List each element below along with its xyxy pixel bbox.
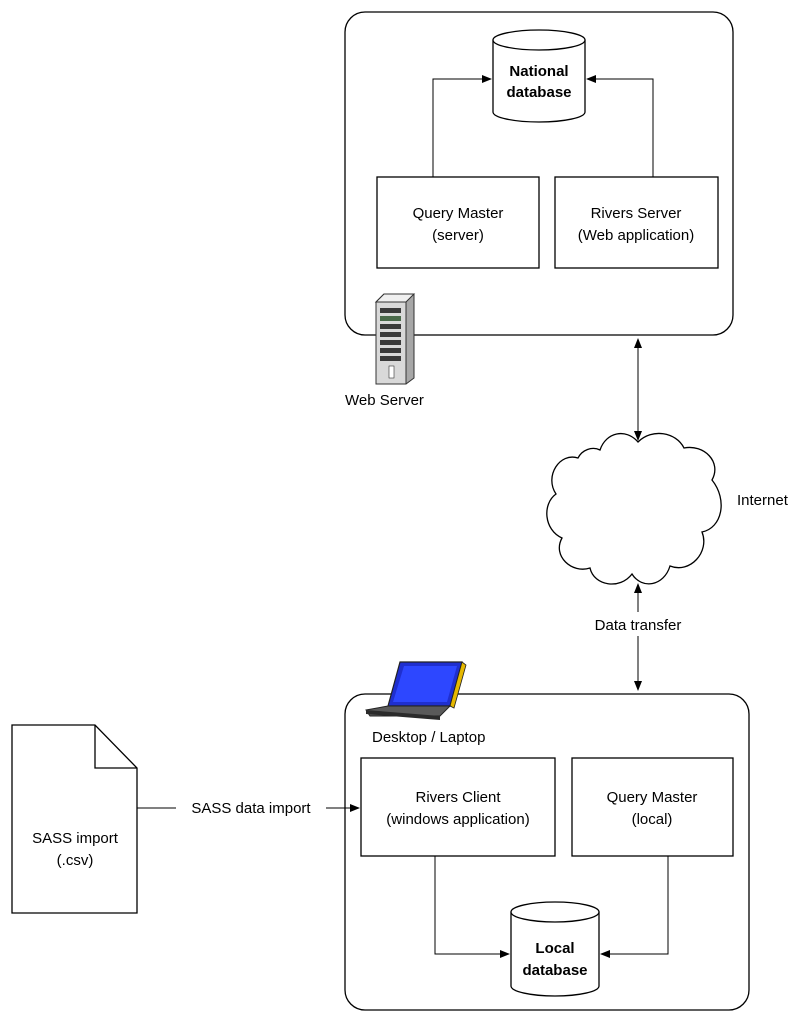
rivers-server-line1: Rivers Server <box>591 205 682 222</box>
query-master-server-line1: Query Master <box>413 205 504 222</box>
rivers-server-line2: (Web application) <box>578 227 694 244</box>
local-database: Local database <box>510 901 600 997</box>
connector-query-master-local-to-local-db <box>600 856 669 958</box>
national-database-line1: National <box>509 63 568 80</box>
server-tower-icon <box>374 293 416 385</box>
connector-rivers-client-to-local-db <box>434 856 510 958</box>
database-icon <box>510 912 600 997</box>
laptop-icon <box>365 661 467 720</box>
sass-import-file: SASS import (.csv) <box>11 724 138 914</box>
sass-data-import-label: SASS data import <box>191 800 311 817</box>
rivers-client-line2: (windows application) <box>386 811 529 828</box>
desktop-laptop-label: Desktop / Laptop <box>372 729 485 746</box>
sass-import-line2: (.csv) <box>57 852 94 869</box>
national-database-line2: database <box>506 84 571 101</box>
internet-label: Internet <box>737 492 789 509</box>
connector-rivers-server-to-national-db <box>586 75 654 177</box>
query-master-local-line1: Query Master <box>607 789 698 806</box>
data-transfer-label: Data transfer <box>595 617 682 634</box>
rivers-server-box: Rivers Server (Web application) <box>554 176 719 269</box>
database-icon <box>492 40 586 123</box>
query-master-local-box: Query Master (local) <box>571 757 734 857</box>
query-master-server-box: Query Master (server) <box>376 176 540 269</box>
web-server-container <box>344 11 734 336</box>
national-database: National database <box>492 29 586 123</box>
web-server-label: Web Server <box>345 392 424 409</box>
desktop-container <box>344 693 750 1011</box>
connector-query-master-to-national-db <box>432 75 492 177</box>
document-icon <box>11 724 138 914</box>
cloud-icon <box>546 432 722 585</box>
rivers-client-box: Rivers Client (windows application) <box>360 757 556 857</box>
local-database-line2: database <box>522 962 587 979</box>
local-database-line1: Local <box>535 940 574 957</box>
sass-import-line1: SASS import <box>32 830 119 847</box>
query-master-local-line2: (local) <box>632 811 673 828</box>
query-master-server-line2: (server) <box>432 227 484 244</box>
rivers-client-line1: Rivers Client <box>415 789 501 806</box>
